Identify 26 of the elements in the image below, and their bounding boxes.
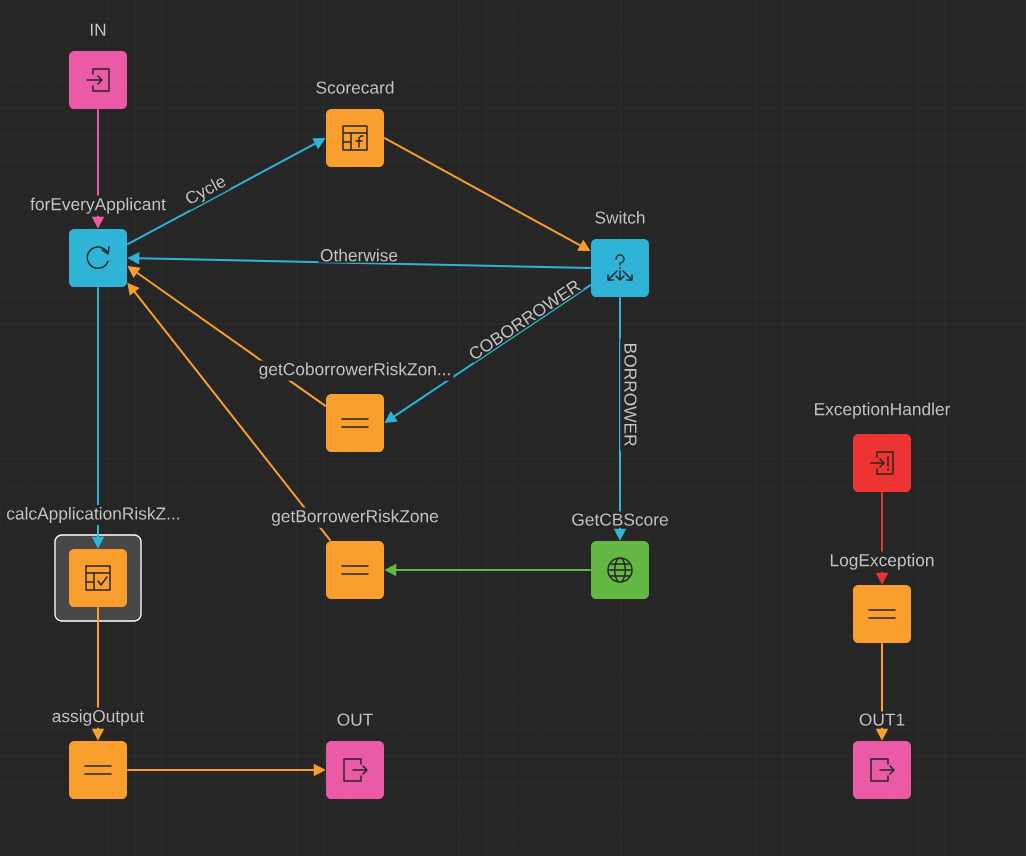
process-box bbox=[69, 741, 127, 799]
node-title: LogException bbox=[827, 551, 937, 572]
node-title: getCoborrowerRiskZon... bbox=[256, 360, 454, 381]
node-title: calcApplicationRiskZ... bbox=[4, 504, 183, 526]
process-box bbox=[69, 549, 127, 607]
process-box bbox=[69, 51, 127, 109]
process-box bbox=[853, 585, 911, 643]
node-title: GetCBScore bbox=[569, 511, 671, 528]
edge-label: BORROWER bbox=[620, 338, 641, 451]
node-title: OUT bbox=[334, 711, 376, 728]
process-box bbox=[591, 239, 649, 297]
node-title: Switch bbox=[592, 209, 648, 226]
process-box bbox=[591, 541, 649, 599]
process-box bbox=[326, 109, 384, 167]
process-box bbox=[69, 229, 127, 287]
process-box bbox=[853, 434, 911, 492]
node-title: getBorrowerRiskZone bbox=[269, 507, 441, 528]
node-title: OUT1 bbox=[856, 711, 908, 728]
process-box bbox=[326, 741, 384, 799]
process-box bbox=[326, 541, 384, 599]
node-title: forEveryApplicant bbox=[28, 195, 168, 216]
process-box bbox=[326, 394, 384, 452]
node-title: Scorecard bbox=[313, 79, 397, 96]
edge-label: Cycle bbox=[181, 172, 231, 211]
edge-label: Otherwise bbox=[318, 247, 400, 263]
process-box bbox=[853, 741, 911, 799]
